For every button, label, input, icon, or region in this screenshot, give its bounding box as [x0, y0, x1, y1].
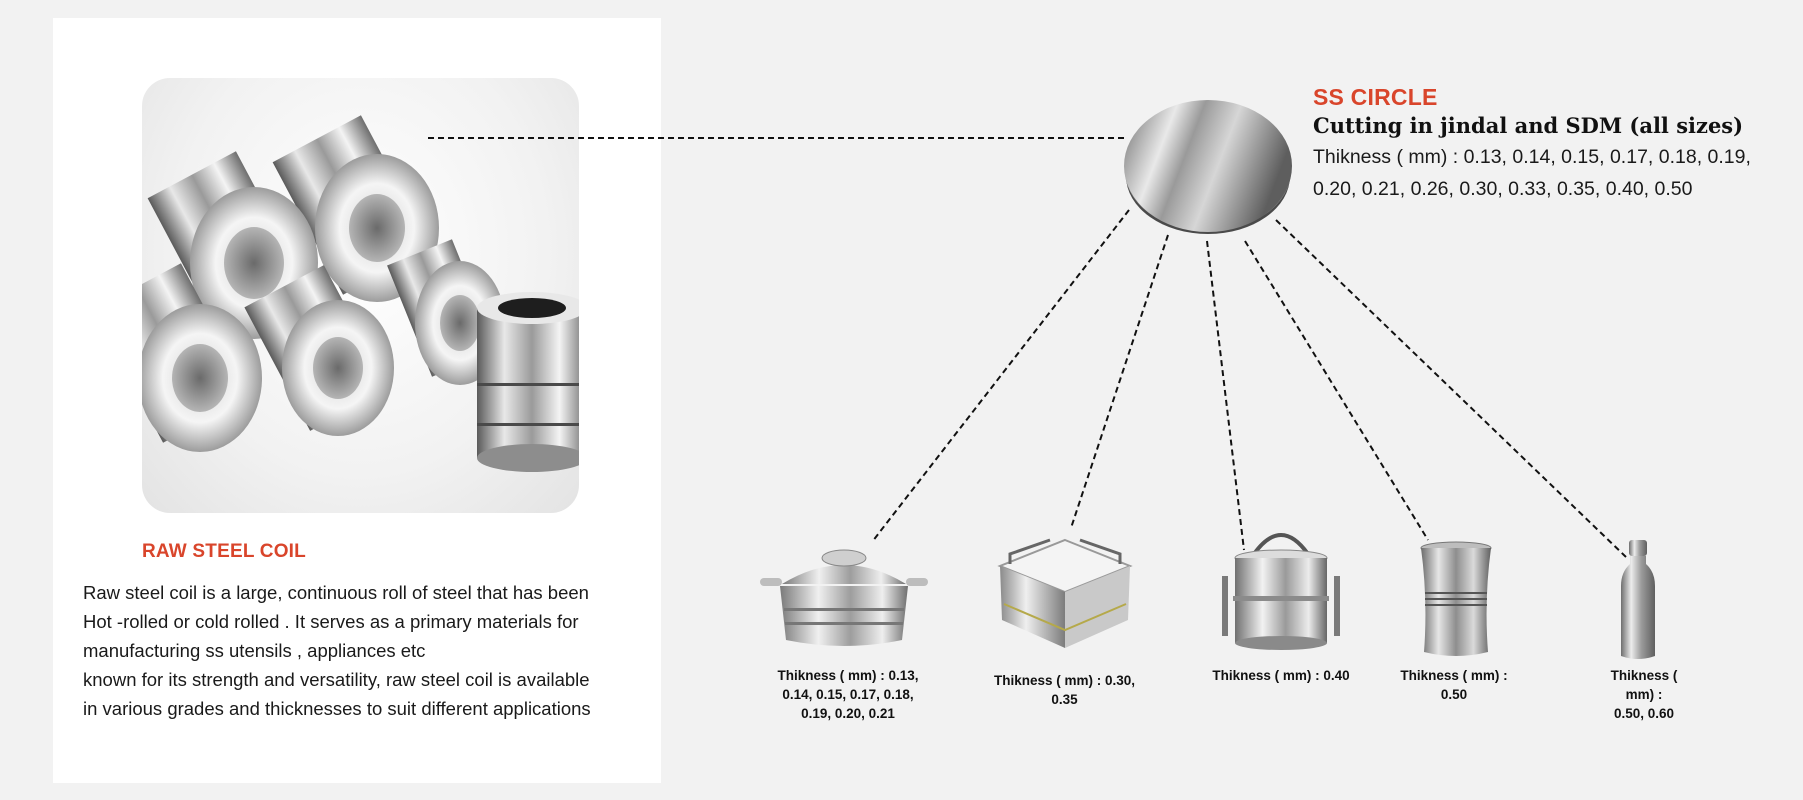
product-square-lunch-box	[990, 530, 1140, 655]
circle-to-bottle-connector	[1275, 219, 1627, 558]
label-line: Thikness ( mm) : 0.30,	[993, 673, 1136, 688]
product-casserole	[754, 536, 934, 656]
tiffin-carrier-icon	[1222, 533, 1340, 650]
square-lunch-box-icon	[997, 538, 1133, 648]
ss-circle-subtitle: Cutting in jindal and SDM (all sizes)	[1313, 113, 1744, 138]
tiffin-thickness-label: Thikness ( mm) : 0.40	[1196, 666, 1366, 685]
label-line: Thikness (	[1610, 668, 1678, 683]
thickness-line: Thikness ( mm) : 0.13, 0.14, 0.15, 0.17,…	[1313, 146, 1751, 168]
casserole-icon	[760, 549, 928, 646]
raw-coil-title: RAW STEEL COIL	[142, 541, 306, 562]
raw-coil-description: Raw steel coil is a large, continuous ro…	[83, 578, 653, 723]
label-line: 0.14, 0.15, 0.17, 0.18,	[782, 687, 914, 702]
thickness-line: 0.20, 0.21, 0.26, 0.30, 0.33, 0.35, 0.40…	[1313, 178, 1693, 200]
circle-to-glass-connector	[1244, 240, 1429, 541]
raw-coil-card: RAW STEEL COIL Raw steel coil is a large…	[53, 18, 661, 783]
description-line: known for its strength and versatility, …	[83, 669, 590, 690]
label-line: mm) :	[1625, 687, 1663, 702]
label-line: Thikness ( mm) : 0.13,	[777, 668, 919, 683]
label-line: 0.50	[1440, 687, 1468, 702]
product-tiffin-carrier	[1216, 518, 1346, 653]
circle-to-lunch-box-connector	[1070, 234, 1169, 529]
label-line: 0.50, 0.60	[1613, 706, 1675, 721]
ss-circle-title: SS CIRCLE	[1313, 84, 1438, 110]
ss-circle-thickness: Thikness ( mm) : 0.13, 0.14, 0.15, 0.17,…	[1313, 141, 1783, 205]
steel-coil-image	[142, 78, 579, 513]
glass-thickness-label: Thikness ( mm) : 0.50	[1384, 666, 1524, 704]
label-line: Thikness ( mm) : 0.40	[1212, 668, 1350, 683]
description-line: in various grades and thicknesses to sui…	[83, 698, 591, 719]
label-line: 0.19, 0.20, 0.21	[801, 706, 895, 721]
product-steel-bottle	[1618, 538, 1658, 663]
circle-to-casserole-connector	[871, 209, 1130, 543]
label-line: 0.35	[1051, 692, 1078, 707]
bottle-thickness-label: Thikness ( mm) : 0.50, 0.60	[1594, 666, 1694, 723]
description-line: Hot -rolled or cold rolled . It serves a…	[83, 611, 579, 632]
label-line: Thikness ( mm) :	[1400, 668, 1508, 683]
steel-coils-icon	[142, 115, 579, 472]
casserole-thickness-label: Thikness ( mm) : 0.13, 0.14, 0.15, 0.17,…	[768, 666, 928, 723]
ss-circle-disc-icon	[1124, 100, 1292, 234]
lunch-box-thickness-label: Thikness ( mm) : 0.30, 0.35	[982, 671, 1147, 709]
description-line: manufacturing ss utensils , appliances e…	[83, 640, 426, 661]
circle-to-tiffin-connector	[1206, 240, 1245, 551]
steel-bottle-icon	[1621, 540, 1655, 659]
description-line: Raw steel coil is a large, continuous ro…	[83, 582, 589, 603]
product-steel-glass	[1416, 540, 1496, 660]
steel-glass-icon	[1420, 541, 1492, 656]
